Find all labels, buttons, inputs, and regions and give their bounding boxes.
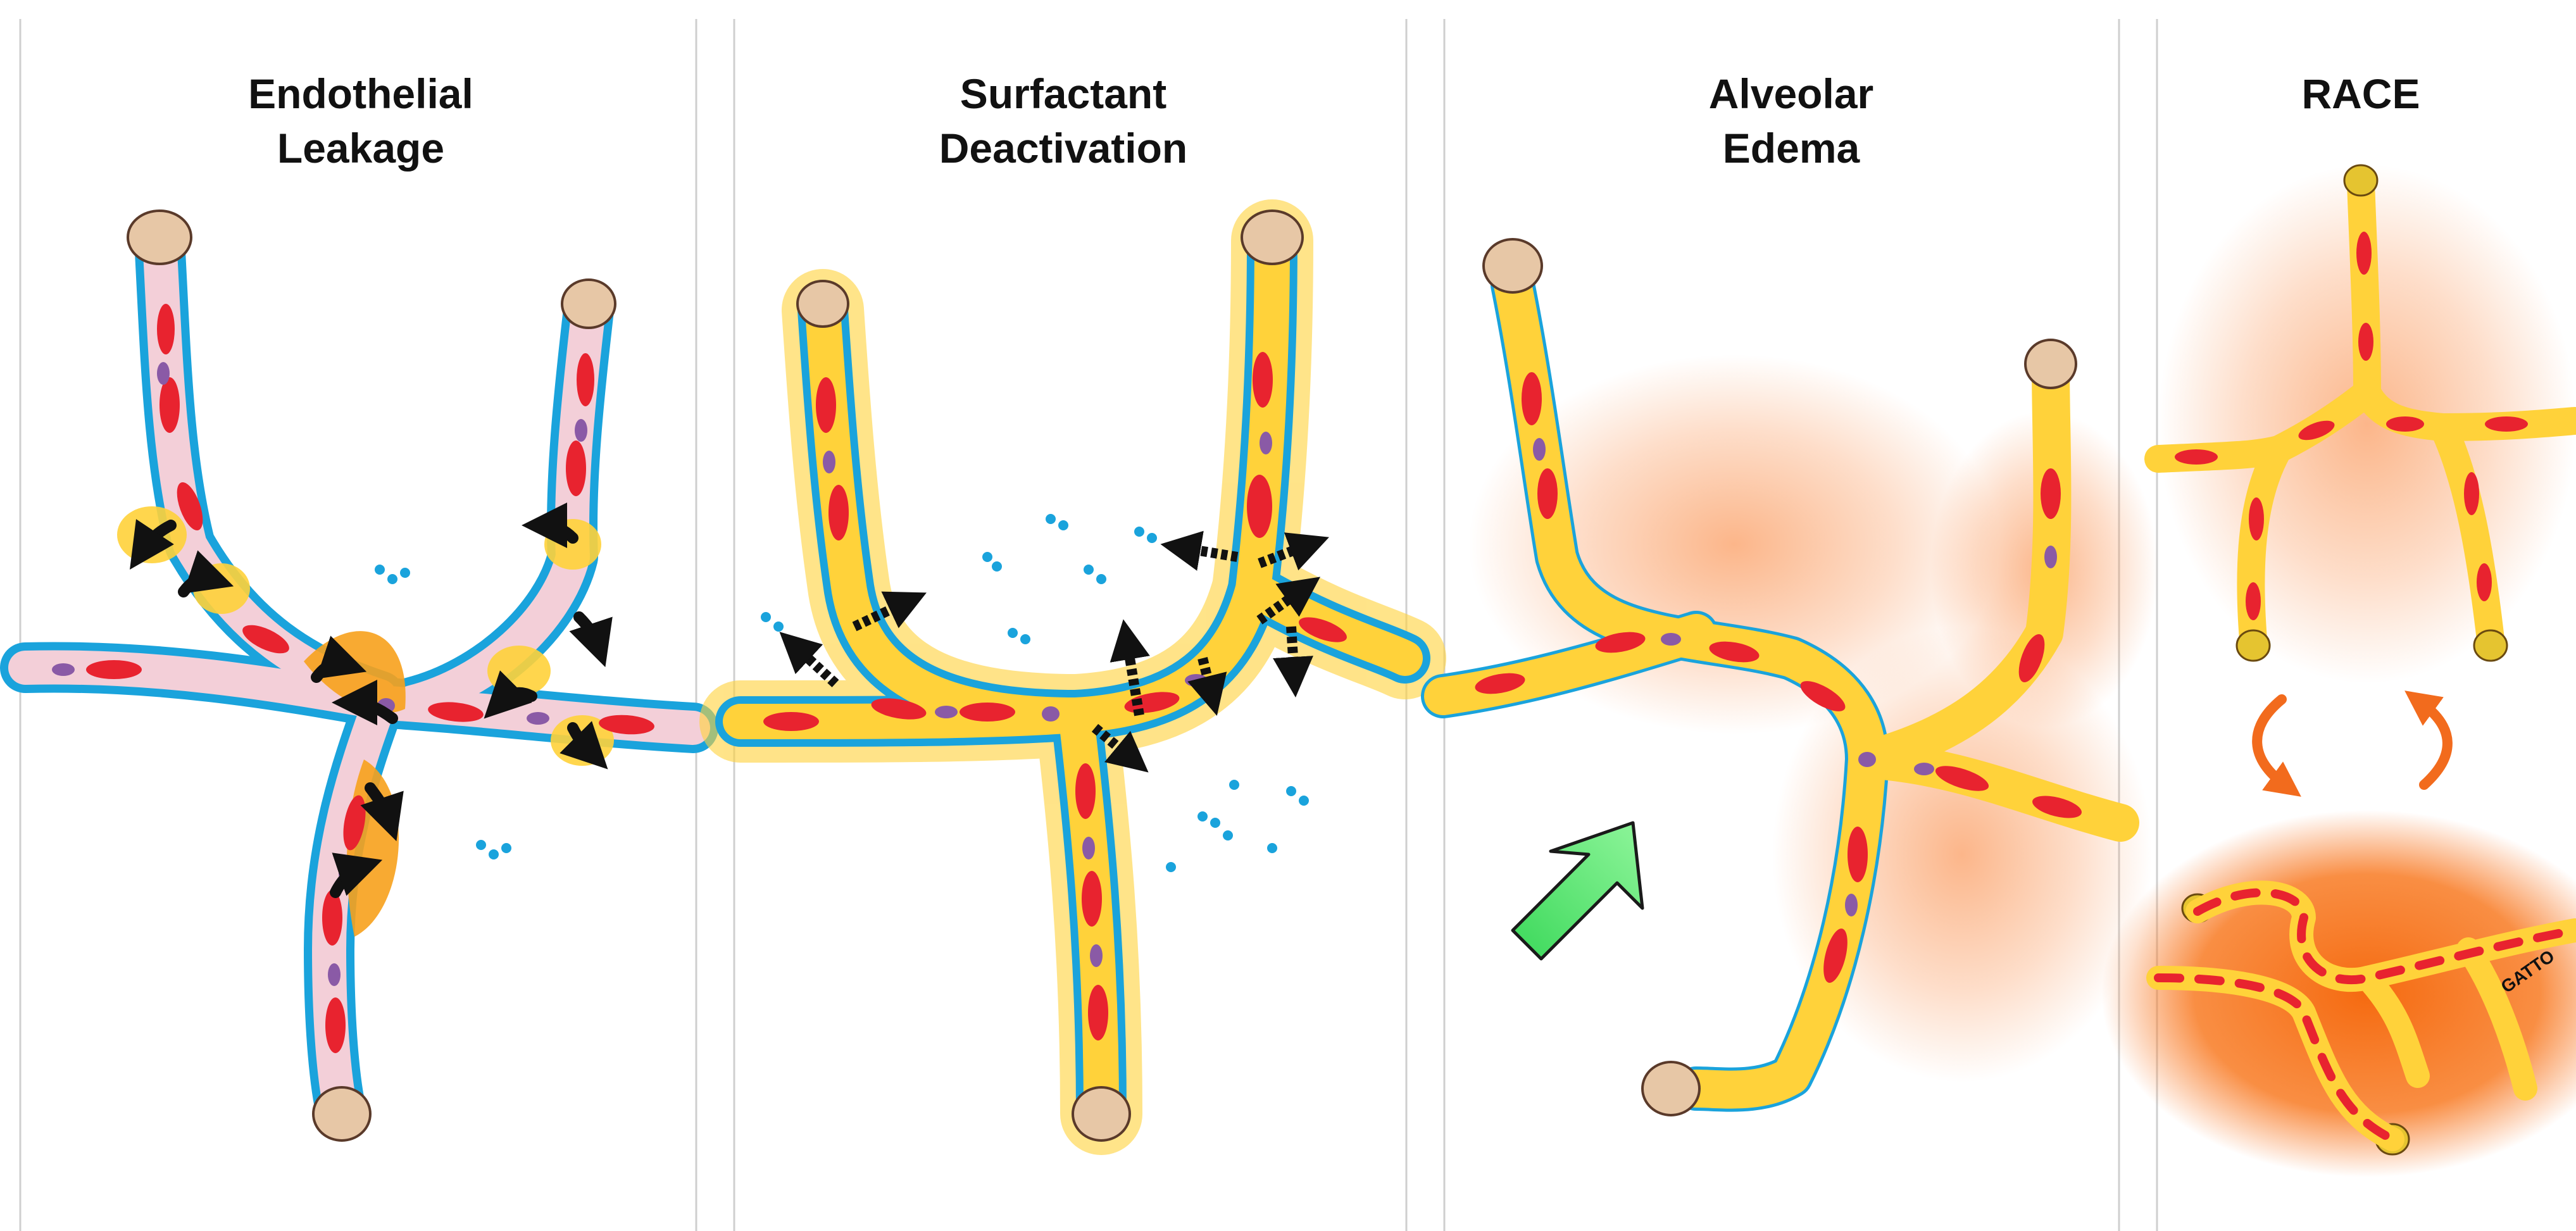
macrophages xyxy=(796,209,1304,1142)
dashed-arrows xyxy=(779,530,1329,773)
title-line: Edema xyxy=(1722,125,1860,172)
leukocytes xyxy=(1533,438,2057,916)
panel-title-alveolar-edema: Alveolar Edema xyxy=(1633,66,1949,175)
title-line: Endothelial xyxy=(248,70,473,117)
panel-race: GATTO xyxy=(2101,164,2576,1177)
macrophages xyxy=(1482,238,2077,1116)
title-line: Alveolar xyxy=(1708,70,1874,117)
erythrocytes xyxy=(1475,372,2082,983)
title-line: RACE xyxy=(2301,70,2420,117)
panel-title-surfactant-deactivation: Surfactant Deactivation xyxy=(905,66,1222,175)
panel-surfactant-deactivation xyxy=(699,199,1446,1155)
erythrocytes xyxy=(86,304,654,1053)
panel-title-race: RACE xyxy=(2203,66,2519,121)
septa-network xyxy=(699,199,1446,1155)
panel-alveolar-edema xyxy=(1421,238,2158,1116)
panel-endothelial-leakage xyxy=(0,209,718,1142)
septa-network-bottom xyxy=(2146,880,2576,1151)
macrophages xyxy=(127,209,616,1142)
title-line: Surfactant xyxy=(960,70,1167,117)
cycle-arrows xyxy=(2252,690,2453,797)
cycle-arrow-down-icon xyxy=(2252,694,2301,797)
cycle-arrow-up-icon xyxy=(2404,690,2453,790)
leak-arrows xyxy=(130,503,613,898)
erythrocytes xyxy=(2175,232,2528,620)
erythrocytes xyxy=(763,352,1347,1040)
surfactant-droplets xyxy=(761,514,1309,872)
panel-title-endothelial-leakage: Endothelial Leakage xyxy=(203,66,519,175)
green-arrow-icon xyxy=(1511,821,1644,961)
title-line: Leakage xyxy=(277,125,445,172)
surfactant-droplets xyxy=(375,565,511,859)
title-line: Deactivation xyxy=(939,125,1188,172)
